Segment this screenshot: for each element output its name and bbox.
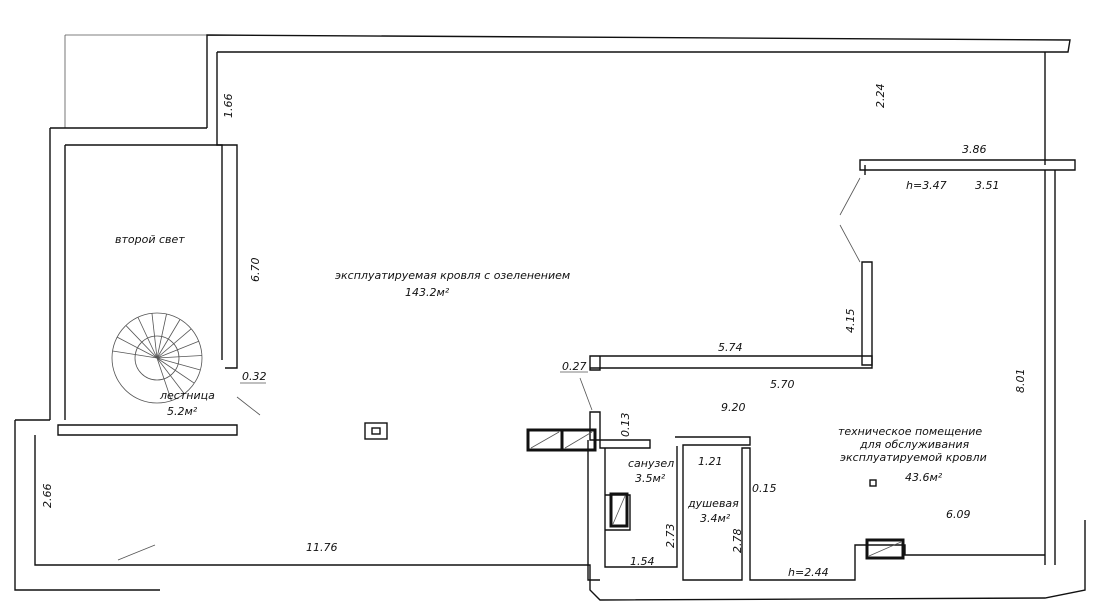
room-technical-line2: для обслуживания	[859, 438, 969, 451]
dim: 8.01	[1014, 369, 1027, 394]
dim: 2.66	[41, 484, 54, 509]
dim: 6.09	[946, 508, 971, 521]
room-technical-line1: техническое помещение	[838, 425, 982, 438]
room-second-light: второй свет	[115, 233, 185, 246]
stair-tread	[156, 357, 185, 395]
stair-tread	[156, 319, 181, 359]
dim: 1.21	[698, 455, 723, 468]
stair-tread	[156, 357, 195, 384]
dim: 1.66	[222, 94, 235, 119]
dim: 5.74	[718, 341, 743, 354]
dim: 3.51	[975, 179, 1000, 192]
stair-tread	[116, 336, 158, 359]
dim: 0.15	[752, 482, 777, 495]
stair-tread	[156, 355, 202, 359]
dim: 0.32	[242, 370, 267, 383]
dimensions: 1.66 2.24 3.86 h=3.47 3.51 6.70 4.15 8.0…	[41, 84, 1027, 580]
room-stairs-name: лестница	[159, 389, 215, 402]
room-labels: второй свет эксплуатируемая кровля с озе…	[115, 233, 987, 525]
dim: 2.73	[664, 524, 677, 549]
room-wc-area: 3.5м²	[635, 472, 666, 485]
dim: 0.13	[619, 413, 632, 438]
stair-tread	[156, 357, 172, 401]
dim: 3.86	[962, 143, 987, 156]
dim: 6.70	[249, 258, 262, 283]
stair-tread	[151, 313, 158, 359]
room-roof-area: 143.2м²	[405, 286, 450, 299]
dim: 0.27	[562, 360, 587, 373]
dim: h=3.47	[906, 179, 947, 192]
stair-tread	[156, 328, 192, 359]
room-technical-area: 43.6м²	[905, 471, 943, 484]
stair-tread	[112, 350, 158, 359]
dim: 1.54	[630, 555, 655, 568]
dim: 11.76	[306, 541, 338, 554]
dim: 5.70	[770, 378, 795, 391]
stair-tread	[156, 357, 201, 371]
room-stairs-area: 5.2м²	[167, 405, 198, 418]
stair-tread	[156, 313, 167, 359]
room-roof-name: эксплуатируемая кровля с озеленением	[335, 269, 570, 282]
dim: 9.20	[721, 401, 746, 414]
room-wc-name: санузел	[628, 457, 674, 470]
dim: 2.78	[731, 529, 744, 554]
room-shower-name: душевая	[687, 497, 739, 510]
dim: 2.24	[874, 84, 887, 109]
dim: 4.15	[844, 309, 857, 334]
stair-tread	[125, 325, 158, 359]
spiral-stair-icon	[111, 312, 203, 404]
dim: h=2.44	[788, 566, 829, 579]
room-shower-area: 3.4м²	[700, 512, 731, 525]
stair-tread	[137, 317, 158, 359]
room-technical-line3: эксплуатируемой кровли	[840, 451, 987, 464]
walls	[14, 34, 1086, 601]
stair-tread	[156, 340, 199, 359]
